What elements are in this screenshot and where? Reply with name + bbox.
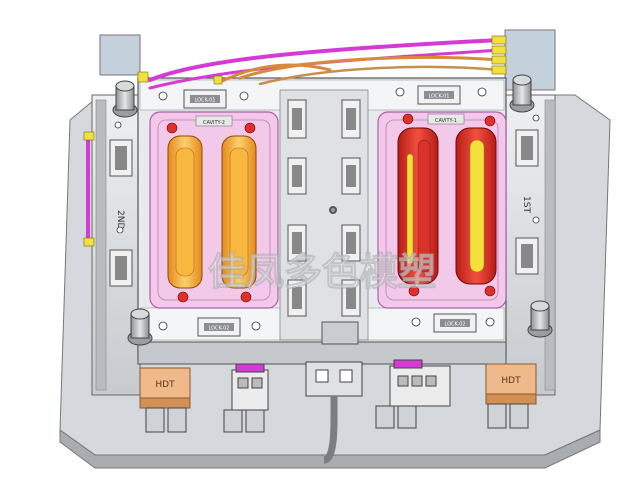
left-side-label: 2ND	[115, 210, 125, 229]
svg-text:LOCK-02: LOCK-02	[209, 326, 230, 332]
svg-text:LOCK-01: LOCK-01	[429, 94, 450, 100]
right-cavity-tag: CAVITY-1	[435, 118, 457, 124]
right-cavity-insert: CAVITY-1	[377, 111, 507, 309]
hdt-label-left: HDT	[155, 380, 175, 390]
watermark-text: 佳凤多色模塑	[208, 250, 436, 294]
center-manifold	[305, 361, 363, 464]
hot-runner-connector-right	[389, 359, 451, 407]
support-pads	[109, 99, 539, 317]
nameplate-bottom-right: LOCK-02	[433, 313, 477, 333]
right-side-label: 1ST	[521, 196, 531, 213]
svg-text:LOCK-01: LOCK-01	[195, 98, 216, 104]
hose-fittings	[83, 35, 507, 247]
hdt-controller-right: HDT	[485, 363, 537, 405]
clamps	[145, 403, 529, 433]
nameplate-bottom-left: LOCK-02	[197, 317, 241, 337]
guide-posts	[112, 74, 553, 346]
hdt-label-right: HDT	[501, 376, 521, 386]
nameplate-top-left: LOCK-01	[183, 89, 227, 109]
cooling-hoses-top	[86, 38, 502, 242]
bolt-holes	[114, 87, 540, 331]
left-cavity-tag: CAVITY-2	[203, 120, 225, 126]
left-cavity-insert: CAVITY-2	[149, 111, 279, 309]
svg-text:LOCK-02: LOCK-02	[445, 322, 466, 328]
hdt-controller-left: HDT	[139, 367, 191, 409]
nameplate-top-right: LOCK-01	[417, 85, 461, 105]
hot-runner-connector-left	[231, 363, 269, 411]
